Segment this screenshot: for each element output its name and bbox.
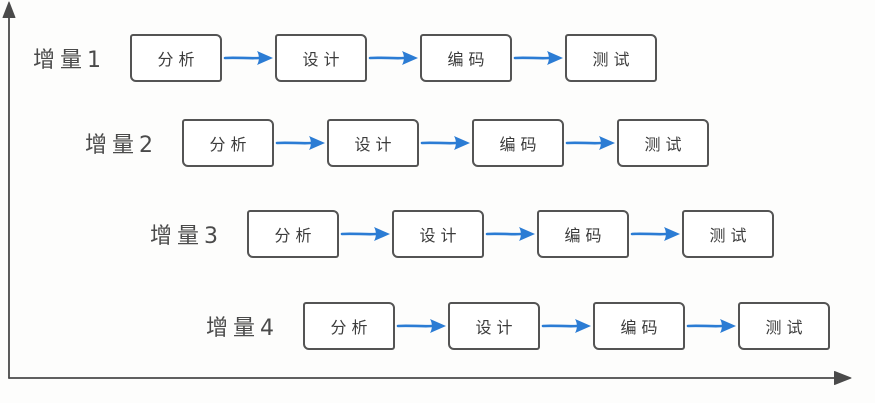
- y-axis-arrow-icon: [2, 1, 16, 18]
- stage-box: 测试: [617, 119, 709, 167]
- flow-arrow-icon: [565, 136, 615, 150]
- stage-box: 设计: [448, 302, 540, 350]
- stage-label: 编码: [499, 135, 542, 154]
- flow-arrow-icon: [223, 51, 273, 65]
- stage-box: 分析: [247, 210, 339, 258]
- stage-box: 测试: [738, 302, 830, 350]
- stage-box: 设计: [392, 210, 484, 258]
- flow-arrow-icon: [485, 227, 535, 241]
- flow-arrow-icon: [368, 51, 418, 65]
- flow-arrow-icon: [396, 319, 446, 333]
- increment-label: 增量2: [85, 133, 158, 158]
- increment-row-4: 增量4 分析 设计 编码 测试: [206, 302, 830, 350]
- flow-arrow-icon: [275, 136, 325, 150]
- flow-arrow-icon: [340, 227, 390, 241]
- flow-arrow-icon: [541, 319, 591, 333]
- flow-arrow-icon: [513, 51, 563, 65]
- stage-box: 编码: [420, 34, 512, 82]
- stage-label: 测试: [592, 50, 635, 69]
- stage-label: 测试: [765, 318, 808, 337]
- stage-label: 编码: [447, 50, 490, 69]
- x-axis-arrow-icon: [834, 371, 852, 385]
- increment-row-2: 增量2 分析 设计 编码 测试: [85, 119, 709, 167]
- stage-label: 分析: [157, 50, 200, 69]
- stage-label: 设计: [302, 50, 345, 69]
- stage-label: 测试: [709, 226, 752, 245]
- stage-label: 分析: [330, 318, 373, 337]
- stage-label: 编码: [620, 318, 663, 337]
- stage-label: 分析: [209, 135, 252, 154]
- stage-label: 设计: [354, 135, 397, 154]
- flow-arrow-icon: [686, 319, 736, 333]
- stage-label: 编码: [564, 226, 607, 245]
- increment-label: 增量1: [33, 48, 106, 73]
- stage-box: 测试: [565, 34, 657, 82]
- stage-box: 设计: [275, 34, 367, 82]
- increment-row-3: 增量3 分析 设计 编码 测试: [150, 210, 774, 258]
- stage-box: 分析: [303, 302, 395, 350]
- stage-box: 编码: [472, 119, 564, 167]
- stage-label: 设计: [419, 226, 462, 245]
- stage-label: 设计: [475, 318, 518, 337]
- flow-arrow-icon: [630, 227, 680, 241]
- stage-box: 测试: [682, 210, 774, 258]
- stage-box: 编码: [537, 210, 629, 258]
- stage-label: 测试: [644, 135, 687, 154]
- increment-label: 增量3: [150, 224, 223, 249]
- stage-box: 分析: [130, 34, 222, 82]
- flow-arrow-icon: [420, 136, 470, 150]
- stage-label: 分析: [274, 226, 317, 245]
- stage-box: 编码: [593, 302, 685, 350]
- stage-box: 设计: [327, 119, 419, 167]
- increment-label: 增量4: [206, 316, 279, 341]
- increment-row-1: 增量1 分析 设计 编码 测试: [33, 34, 657, 82]
- stage-box: 分析: [182, 119, 274, 167]
